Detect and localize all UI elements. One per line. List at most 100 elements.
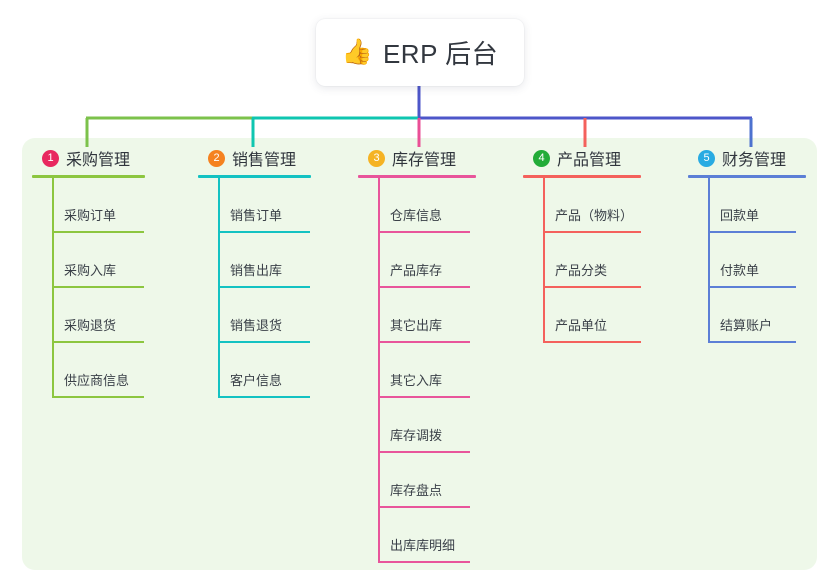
column-header-3[interactable]: 3 库存管理 [358,146,476,170]
list-item[interactable]: 采购订单 [32,178,145,233]
column-badge-1: 1 [42,149,59,167]
column-spine-4 [543,178,545,343]
column-title-5: 财务管理 [722,152,787,169]
list-item-label: 付款单 [720,263,760,278]
list-item-label: 销售退货 [230,318,283,333]
list-item[interactable]: 销售订单 [198,178,311,233]
list-item-label: 结算账户 [720,318,773,333]
column-2: 2 销售管理销售订单销售出库销售退货客户信息 [198,146,311,398]
list-item[interactable]: 回款单 [688,178,806,233]
list-item-rule [378,561,470,563]
column-header-4[interactable]: 4 产品管理 [523,146,641,170]
list-item-rule [218,286,310,288]
list-item[interactable]: 产品分类 [523,233,641,288]
list-item-rule [708,286,796,288]
list-item[interactable]: 销售退货 [198,288,311,343]
list-item-rule [378,286,470,288]
list-item-rule [218,396,310,398]
list-item-rule [218,231,310,233]
list-item[interactable]: 库存盘点 [358,453,476,508]
list-item-rule [378,506,470,508]
list-item-label: 库存调拨 [390,428,443,443]
column-header-rule-5 [688,175,806,178]
list-item-label: 采购退货 [64,318,117,333]
root-node[interactable]: 👍 ERP 后台 [316,19,524,86]
column-header-2[interactable]: 2 销售管理 [198,146,311,170]
column-4: 4 产品管理产品（物料） 产品分类产品单位 [523,146,641,343]
list-item[interactable]: 销售出库 [198,233,311,288]
list-item-rule [543,286,641,288]
column-badge-4: 4 [533,149,550,167]
list-item-rule [378,396,470,398]
list-item[interactable]: 其它入库 [358,343,476,398]
list-item-label: 采购入库 [64,263,117,278]
column-spine-5 [708,178,710,343]
column-3: 3 库存管理仓库信息产品库存其它出库其它入库库存调拨库存盘点出库库明细 [358,146,476,563]
thumbs-up-icon: 👍 [341,38,373,66]
list-item-label: 采购订单 [64,208,117,223]
list-item[interactable]: 产品（物料） [523,178,641,233]
list-item-rule [378,451,470,453]
list-item-label: 产品（物料） [555,208,634,223]
list-item-label: 产品单位 [555,318,608,333]
root-title: ERP 后台 [382,39,499,69]
diagram-panel [22,138,817,570]
list-item[interactable]: 采购入库 [32,233,145,288]
list-item-label: 其它出库 [390,318,443,333]
column-header-rule-3 [358,175,476,178]
list-item[interactable]: 采购退货 [32,288,145,343]
list-item-rule [52,286,144,288]
list-item-rule [52,341,144,343]
column-spine-2 [218,178,220,398]
list-item[interactable]: 产品库存 [358,233,476,288]
list-item[interactable]: 库存调拨 [358,398,476,453]
column-header-5[interactable]: 5 财务管理 [688,146,806,170]
list-item-label: 销售出库 [230,263,283,278]
list-item-label: 销售订单 [230,208,283,223]
list-item-label: 回款单 [720,208,760,223]
list-item-label: 产品分类 [555,263,608,278]
column-items-4: 产品（物料） 产品分类产品单位 [523,178,641,343]
list-item-rule [218,341,310,343]
list-item-rule [708,231,796,233]
column-items-1: 采购订单采购入库采购退货供应商信息 [32,178,145,398]
list-item-label: 仓库信息 [390,208,443,223]
column-title-3: 库存管理 [392,152,457,169]
column-badge-3: 3 [368,149,385,167]
list-item[interactable]: 付款单 [688,233,806,288]
list-item[interactable]: 其它出库 [358,288,476,343]
list-item[interactable]: 出库库明细 [358,508,476,563]
column-items-2: 销售订单销售出库销售退货客户信息 [198,178,311,398]
list-item-label: 出库库明细 [390,538,456,553]
column-items-3: 仓库信息产品库存其它出库其它入库库存调拨库存盘点出库库明细 [358,178,476,563]
list-item-label: 客户信息 [230,373,283,388]
column-5: 5 财务管理回款单付款单结算账户 [688,146,806,343]
column-title-2: 销售管理 [232,152,297,169]
list-item-rule [708,341,796,343]
column-header-1[interactable]: 1 采购管理 [32,146,145,170]
list-item-label: 供应商信息 [64,373,130,388]
column-title-1: 采购管理 [66,152,131,169]
column-badge-5: 5 [698,149,715,167]
list-item-label: 产品库存 [390,263,443,278]
list-item-rule [52,396,144,398]
list-item[interactable]: 结算账户 [688,288,806,343]
column-items-5: 回款单付款单结算账户 [688,178,806,343]
list-item[interactable]: 客户信息 [198,343,311,398]
list-item[interactable]: 产品单位 [523,288,641,343]
list-item-rule [543,341,641,343]
column-header-rule-4 [523,175,641,178]
column-1: 1 采购管理采购订单采购入库采购退货供应商信息 [32,146,145,398]
list-item[interactable]: 供应商信息 [32,343,145,398]
list-item-label: 其它入库 [390,373,443,388]
list-item-rule [52,231,144,233]
list-item-rule [378,231,470,233]
column-title-4: 产品管理 [557,152,622,169]
list-item-rule [543,231,641,233]
column-spine-3 [378,178,380,563]
column-badge-2: 2 [208,149,225,167]
root-node-content: 👍 ERP 后台 [342,34,498,71]
list-item-rule [378,341,470,343]
column-header-rule-2 [198,175,311,178]
list-item[interactable]: 仓库信息 [358,178,476,233]
